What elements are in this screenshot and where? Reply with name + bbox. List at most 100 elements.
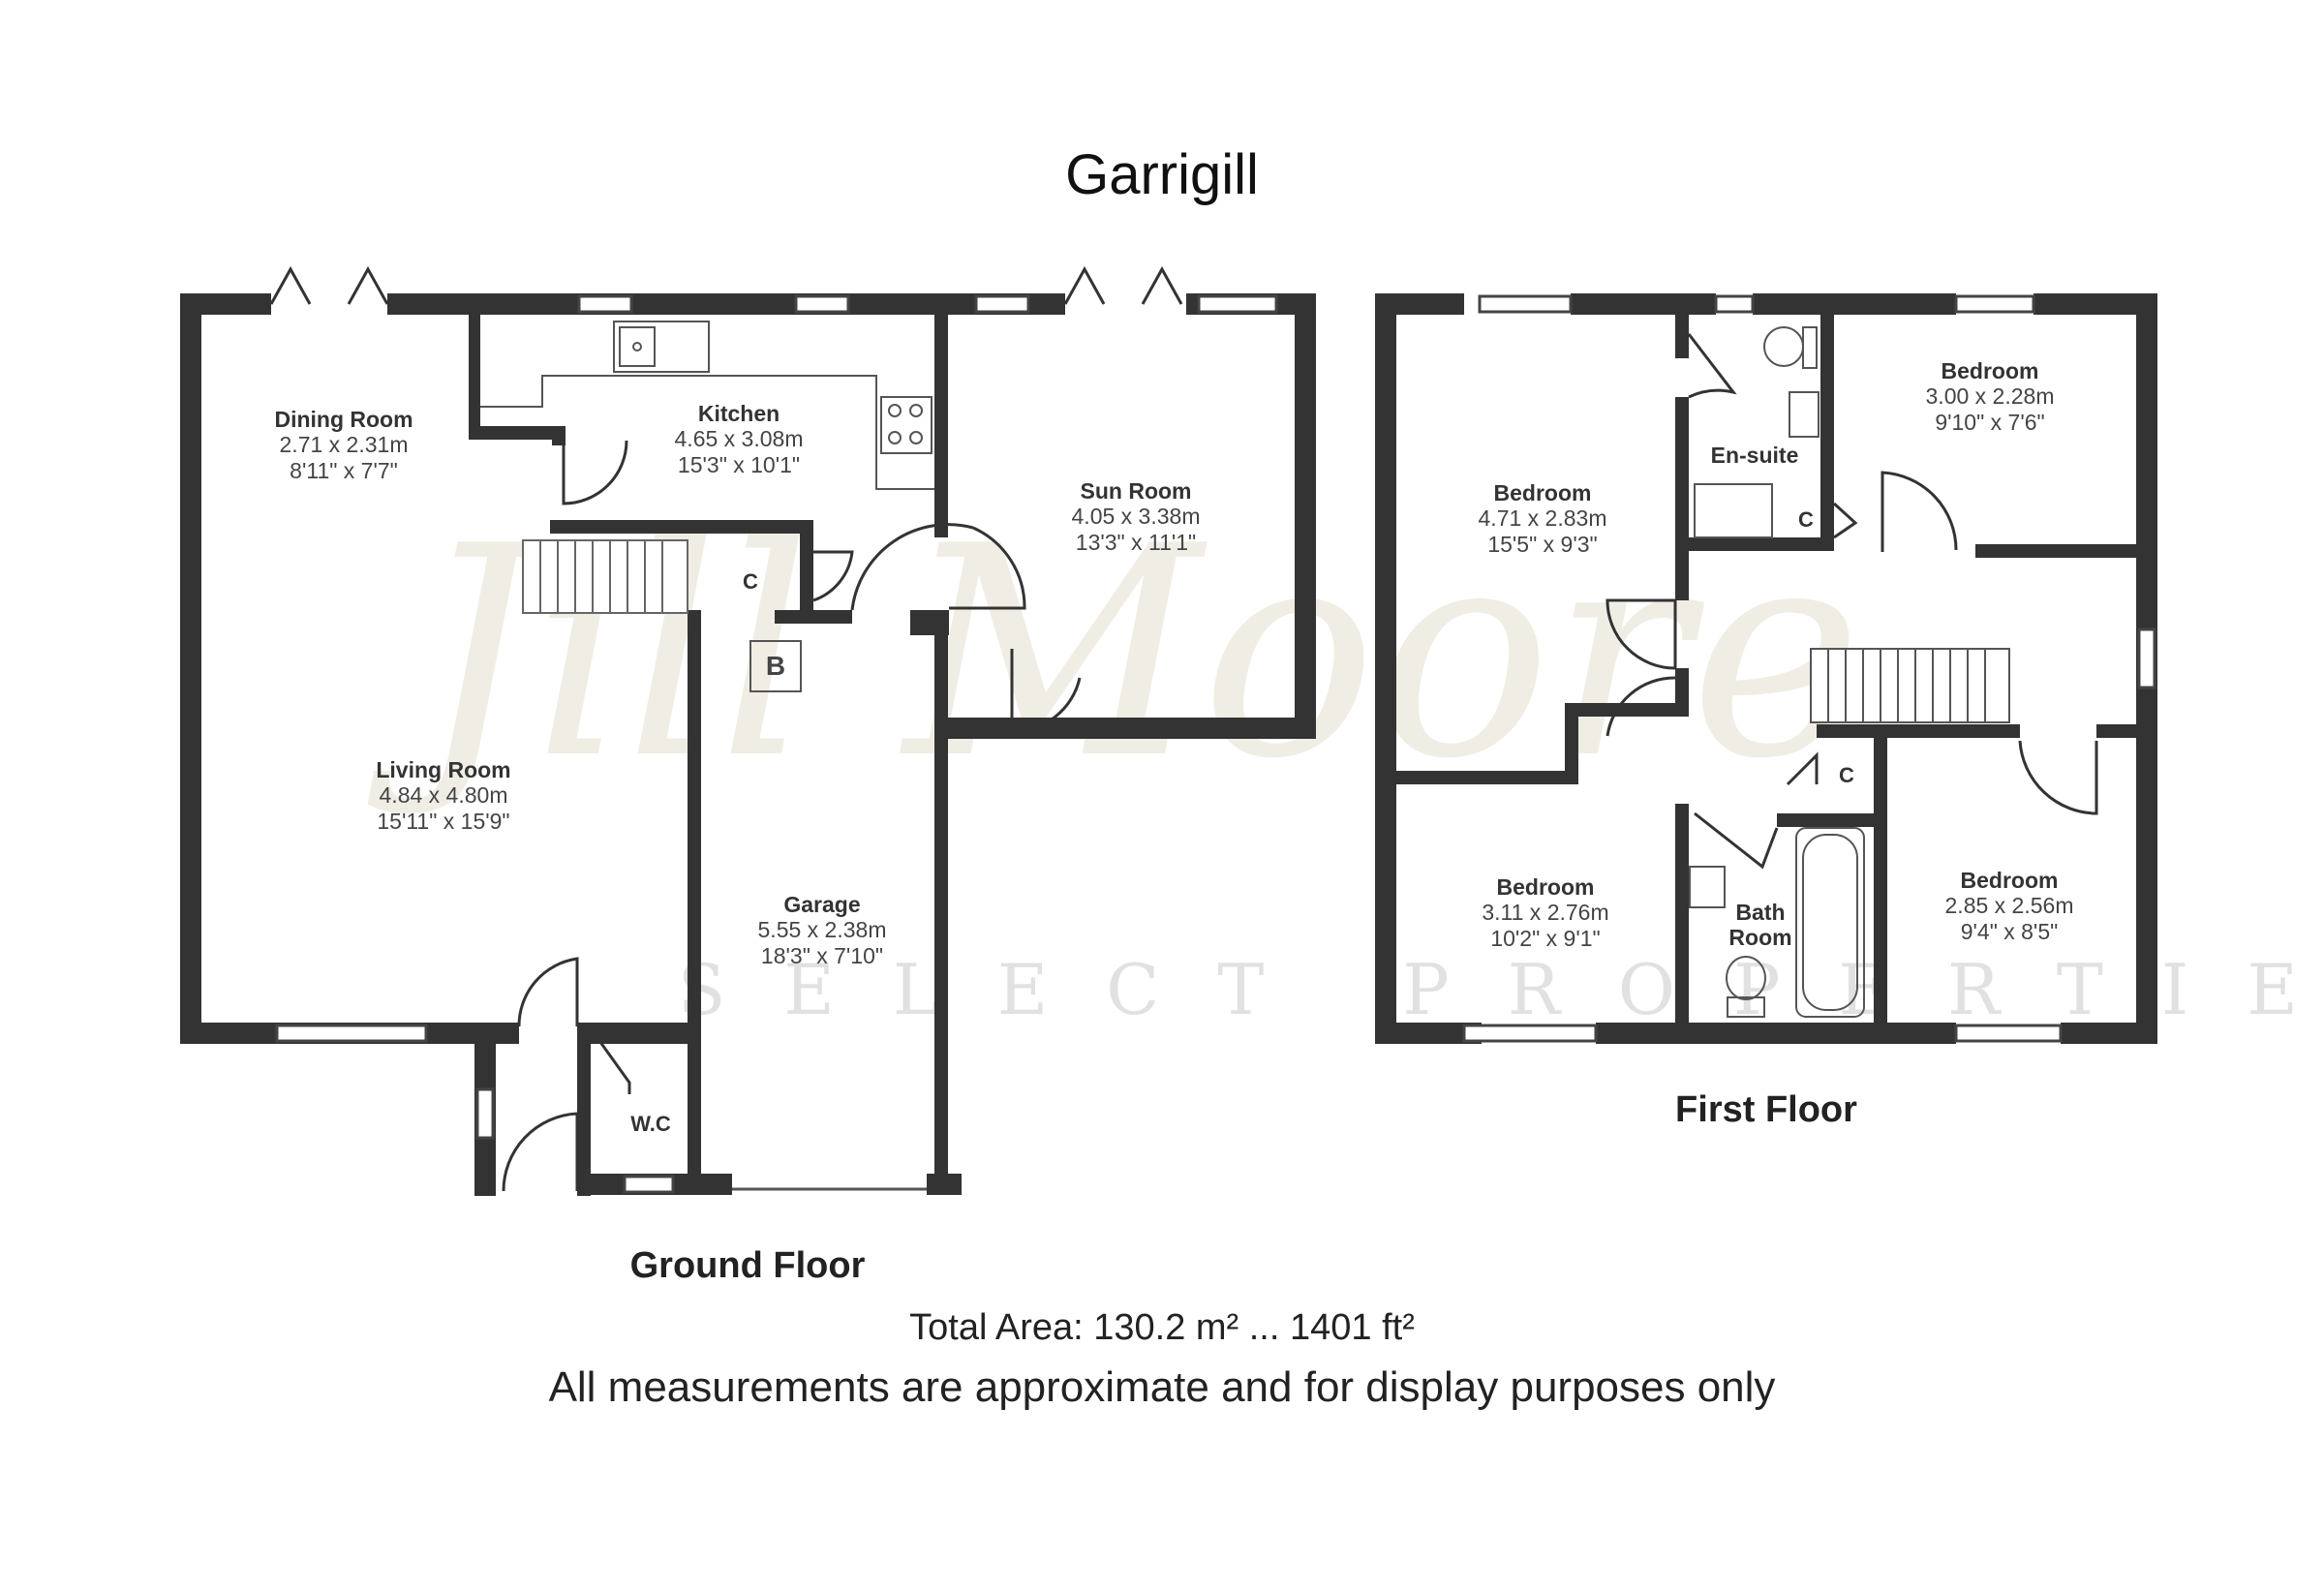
wall bbox=[688, 1023, 701, 1187]
room-label-bedroom-main: Bedroom 4.71 x 2.83m 15'5" x 9'3" bbox=[1478, 480, 1607, 557]
wall bbox=[2034, 293, 2157, 315]
room-label-cupboard-1: C bbox=[1798, 507, 1814, 532]
total-area: Total Area: 130.2 m² ... 1401 ft² bbox=[909, 1307, 1415, 1348]
wall bbox=[927, 1174, 962, 1195]
room-label-kitchen: Kitchen 4.65 x 3.08m 15'3" x 10'1" bbox=[674, 401, 804, 477]
wall bbox=[1565, 703, 1578, 780]
wall bbox=[469, 315, 480, 436]
room-label-living: Living Room 4.84 x 4.80m 15'11" x 15'9" bbox=[376, 757, 511, 834]
wall bbox=[1375, 293, 1464, 315]
staircase bbox=[522, 539, 688, 614]
door-swing bbox=[850, 523, 974, 611]
room-label-cupboard-2: C bbox=[1839, 763, 1854, 787]
wall bbox=[1675, 804, 1689, 1036]
wall bbox=[1820, 315, 1834, 547]
wall bbox=[180, 293, 201, 1044]
wall bbox=[1596, 1023, 1956, 1044]
window bbox=[974, 294, 1030, 314]
door-swing bbox=[562, 440, 628, 505]
door-swing bbox=[517, 957, 579, 1027]
wall bbox=[934, 610, 948, 1191]
room-label-sun-room: Sun Room 4.05 x 3.38m 13'3" x 11'1" bbox=[1071, 478, 1201, 555]
window bbox=[1714, 294, 1755, 314]
room-label-bedroom-bottom-left: Bedroom 3.11 x 2.76m 10'2" x 9'1" bbox=[1482, 874, 1609, 951]
wall bbox=[1675, 315, 1689, 358]
first-floor-label: First Floor bbox=[1675, 1089, 1857, 1130]
room-label-garage: Garage 5.55 x 2.38m 18'3" x 7'10" bbox=[757, 892, 887, 968]
wall bbox=[948, 718, 1006, 739]
wall bbox=[469, 426, 566, 440]
watermark-subtitle: SELECT PROPERTIES bbox=[678, 949, 2324, 1030]
wall bbox=[688, 1174, 732, 1195]
window bbox=[475, 1087, 495, 1140]
wall bbox=[1975, 724, 1989, 738]
door-swing bbox=[1141, 265, 1183, 305]
disclaimer: All measurements are approximate and for… bbox=[548, 1363, 1776, 1411]
wall bbox=[1675, 552, 1689, 600]
door-swing bbox=[502, 1112, 579, 1192]
wall bbox=[387, 293, 1065, 315]
window bbox=[1197, 294, 1278, 314]
wall bbox=[1675, 537, 1820, 551]
window bbox=[623, 1175, 675, 1194]
wall bbox=[910, 610, 949, 635]
door-swing bbox=[591, 1030, 631, 1094]
basin-icon bbox=[1689, 866, 1726, 908]
room-label-bedroom-bottom-right: Bedroom 2.85 x 2.56m 9'4" x 8'5" bbox=[1944, 868, 2074, 944]
room-label-dining: Dining Room 2.71 x 2.31m 8'11" x 7'7" bbox=[274, 407, 413, 483]
wall bbox=[934, 315, 948, 537]
door-swing bbox=[1605, 598, 1677, 670]
window bbox=[577, 294, 633, 314]
counter bbox=[480, 375, 934, 490]
shower-tray bbox=[1694, 483, 1773, 538]
window bbox=[1462, 1024, 1598, 1043]
window bbox=[1954, 1024, 2063, 1043]
toilet-icon bbox=[1726, 956, 1766, 1000]
wall bbox=[180, 293, 271, 315]
wall bbox=[1375, 1023, 1482, 1044]
hob-icon bbox=[880, 396, 933, 454]
wall bbox=[1820, 537, 1834, 551]
room-label-bedroom-top-right: Bedroom 3.00 x 2.28m 9'10" x 7'6" bbox=[1925, 358, 2055, 435]
window bbox=[275, 1024, 428, 1043]
wall bbox=[1571, 293, 1716, 315]
boiler-icon bbox=[749, 640, 802, 692]
wall bbox=[1675, 397, 1689, 552]
door-swing bbox=[1063, 265, 1106, 305]
wall bbox=[1874, 724, 1887, 802]
wall bbox=[577, 1031, 591, 1196]
sink-icon bbox=[613, 321, 710, 373]
door-swing bbox=[1786, 751, 1819, 786]
door-swing bbox=[1694, 811, 1779, 870]
door-swing bbox=[1687, 333, 1737, 399]
wall bbox=[775, 610, 852, 624]
door-swing bbox=[1832, 502, 1858, 539]
wall bbox=[1817, 724, 2020, 738]
plan-title: Garrigill bbox=[1065, 143, 1259, 206]
wall bbox=[688, 610, 701, 1065]
wall bbox=[1874, 784, 1887, 1036]
door-swing bbox=[2018, 740, 2098, 815]
toilet-icon bbox=[1763, 326, 1804, 367]
window bbox=[1478, 294, 1573, 314]
door-swing bbox=[1881, 471, 1958, 552]
wall bbox=[1777, 813, 1874, 827]
wall bbox=[1295, 293, 1316, 739]
wall bbox=[550, 520, 813, 534]
wall bbox=[800, 520, 813, 617]
window bbox=[794, 294, 850, 314]
room-label-boiler: B bbox=[765, 651, 786, 681]
window bbox=[2137, 627, 2156, 689]
door-swing bbox=[1010, 649, 1082, 733]
door-swing bbox=[347, 265, 389, 305]
room-label-ensuite: En-suite bbox=[1710, 443, 1799, 468]
room-label-cupboard: C bbox=[743, 569, 758, 594]
ground-floor-label: Ground Floor bbox=[629, 1245, 866, 1286]
wall bbox=[2061, 1023, 2157, 1044]
wall bbox=[2096, 724, 2150, 738]
door-swing bbox=[269, 265, 312, 305]
room-label-wc: W.C bbox=[630, 1112, 671, 1136]
window bbox=[1954, 294, 2035, 314]
